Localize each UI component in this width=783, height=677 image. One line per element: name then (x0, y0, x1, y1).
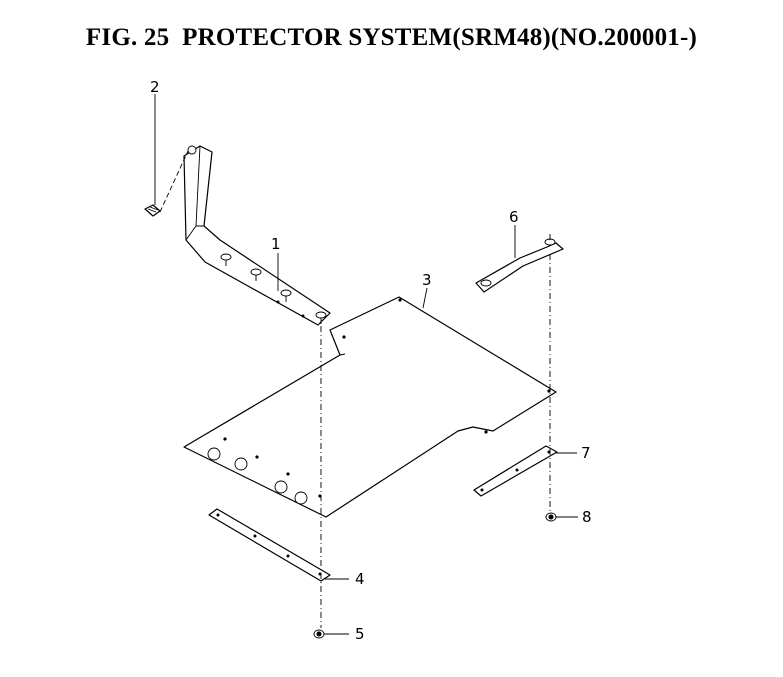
part-3-protector-plate (183, 296, 557, 518)
part-6-small-bracket (475, 234, 564, 293)
part-8-nut (545, 512, 557, 522)
callout-3: 3 (422, 271, 432, 289)
part-2-screw (144, 150, 189, 217)
callout-1: 1 (271, 235, 281, 253)
callout-7: 7 (581, 444, 591, 462)
callout-4: 4 (355, 570, 365, 588)
figure-title: FIG. 25 PROTECTOR SYSTEM(SRM48)(NO.20000… (85, 24, 698, 51)
leader-lines (154, 94, 578, 635)
part-4-strip (208, 508, 331, 582)
bracket-studs (220, 253, 327, 324)
part-7-strip (473, 445, 558, 497)
assembly-lines (320, 254, 551, 628)
part-5-nut (313, 629, 325, 639)
part-1-bracket (183, 145, 331, 326)
callout-8: 8 (582, 508, 592, 526)
callout-labels: 1 2 3 4 5 6 7 8 (150, 78, 592, 643)
callout-6: 6 (509, 208, 519, 226)
callout-5: 5 (355, 625, 365, 643)
callout-2: 2 (150, 78, 160, 96)
